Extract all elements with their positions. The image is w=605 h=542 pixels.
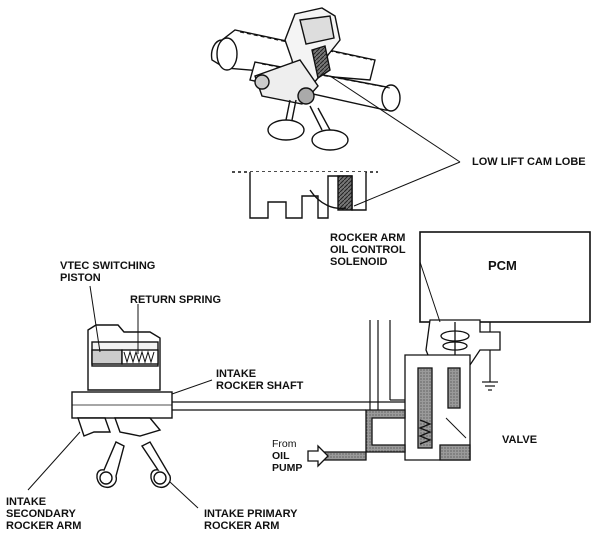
shaft-label-line-2: ROCKER SHAFT [216,380,304,392]
intake-secondary-label: INTAKE SECONDARY ROCKER ARM [6,496,81,532]
primary-label-line-2: ROCKER ARM [204,520,280,532]
intake-primary-label: INTAKE PRIMARY ROCKER ARM [204,508,298,532]
solenoid-valve-assembly [307,319,501,468]
low-lift-cam-lobe-label: LOW LIFT CAM LOBE [472,156,586,168]
pump-label-line-3: PUMP [272,462,303,474]
solenoid-label-line-3: SOLENOID [330,256,388,268]
intake-rocker-shaft-label: INTAKE ROCKER SHAFT [216,368,303,392]
vtec-label-line-1: VTEC SWITCHING [60,260,156,272]
pump-label-line-2: OIL [272,450,290,462]
rocker-shaft-assembly [71,324,173,488]
vtec-label-line-2: PISTON [60,272,101,284]
secondary-label-line-1: INTAKE [6,496,47,508]
pcm-box [419,231,591,323]
left-leaders [27,261,467,509]
cam-lobe-profile [232,171,378,219]
pump-label-line-1: From [272,438,297,450]
from-oil-pump-label: From OIL PUMP [272,438,302,474]
vtec-piston-label: VTEC SWITCHING PISTON [60,260,155,284]
shaft-label-line-1: INTAKE [216,368,257,380]
camshaft-assembly [210,7,401,151]
secondary-label-line-2: SECONDARY [6,508,76,520]
cam-lobe-leaders [329,75,461,207]
return-spring-label: RETURN SPRING [130,294,222,306]
primary-label-line-1: INTAKE PRIMARY [204,508,298,520]
solenoid-label-line-1: ROCKER ARM [330,232,406,244]
solenoid-label-line-2: OIL CONTROL [330,244,406,256]
pcm-label: PCM [488,258,517,273]
oil-passage-lines [172,320,405,411]
rocker-arm-solenoid-label: ROCKER ARM OIL CONTROL SOLENOID [330,232,406,268]
secondary-label-line-3: ROCKER ARM [6,520,82,532]
valve-label: VALVE [502,434,538,446]
